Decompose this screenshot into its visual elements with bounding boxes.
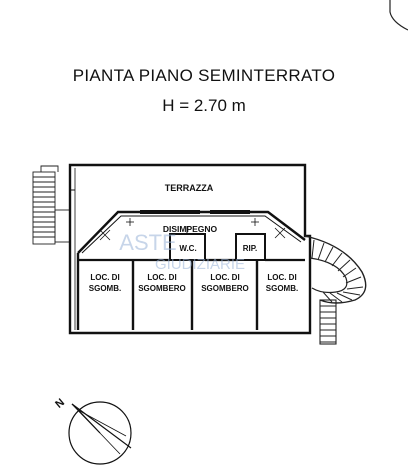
watermark-line2: GIUDIZIARIE [155,256,245,273]
north-label: N [53,397,67,411]
room-1-label-line1: LOC. DI [90,273,119,282]
spiral-staircase [304,235,367,345]
inner-walls [76,210,306,330]
plan-title: PIANTA PIANO SEMINTERRATO [72,66,336,85]
room-1-label-line2: SGOMB. [89,284,121,293]
storage-label: RIP. [243,244,258,253]
left-staircase [32,165,71,245]
watermark-line1: ASTE [119,230,176,255]
room-3-label-line2: SGOMBERO [201,284,249,293]
room-4-label-line1: LOC. DI [267,273,296,282]
terrace-label: TERRAZZA [165,183,214,193]
room-2-label-line1: LOC. DI [147,273,176,282]
room-2-label-line2: SGOMBERO [138,284,186,293]
hall-label: DISIMPEGNO [163,224,218,234]
room-3-label-line1: LOC. DI [210,273,239,282]
building-outline [68,163,312,335]
wc-label: W.C. [179,244,196,253]
height-label: H = 2.70 m [162,96,246,115]
compass-icon [68,401,132,465]
room-4-label-line2: SGOMB. [266,284,298,293]
corner-fragment [389,0,408,31]
